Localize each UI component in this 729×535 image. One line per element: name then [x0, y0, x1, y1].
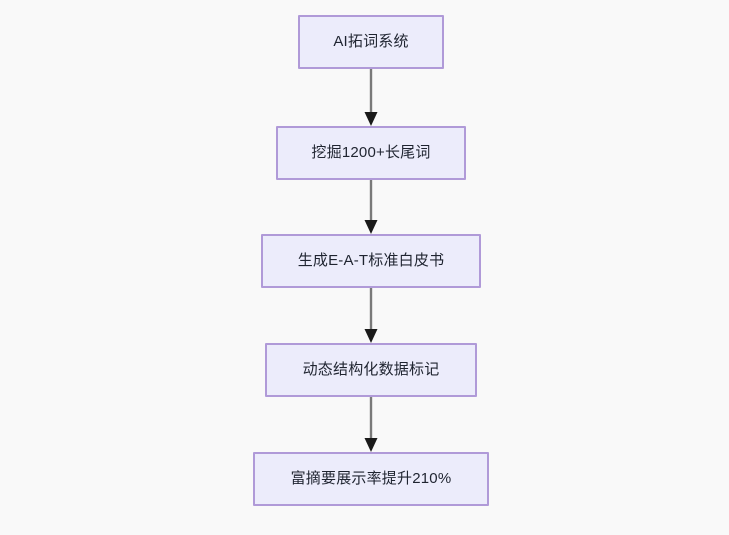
flow-node-ai-keyword-system[interactable]: AI拓词系统 [298, 15, 444, 69]
flow-node-label: 生成E-A-T标准白皮书 [297, 252, 445, 269]
flow-node-mine-longtail-keywords[interactable]: 挖掘1200+长尾词 [276, 126, 466, 180]
edge-n1-n2 [364, 69, 378, 126]
flow-node-rich-snippet-rate-increase[interactable]: 富摘要展示率提升210% [253, 452, 489, 506]
flow-node-label: 动态结构化数据标记 [302, 361, 440, 378]
flow-node-label: 富摘要展示率提升210% [290, 470, 452, 487]
edge-n2-n3 [364, 180, 378, 234]
flow-node-label: AI拓词系统 [333, 33, 409, 50]
edge-n3-n4 [364, 288, 378, 343]
edge-n4-n5-arrowhead [364, 438, 378, 452]
edge-n2-n3-arrowhead [364, 220, 378, 234]
flow-node-generate-eat-whitepaper[interactable]: 生成E-A-T标准白皮书 [261, 234, 481, 288]
edge-n3-n4-arrowhead [364, 329, 378, 343]
edge-n4-n5 [364, 397, 378, 452]
edge-n1-n2-arrowhead [364, 112, 378, 126]
flow-node-dynamic-structured-data-markup[interactable]: 动态结构化数据标记 [265, 343, 477, 397]
flow-node-label: 挖掘1200+长尾词 [311, 144, 431, 161]
